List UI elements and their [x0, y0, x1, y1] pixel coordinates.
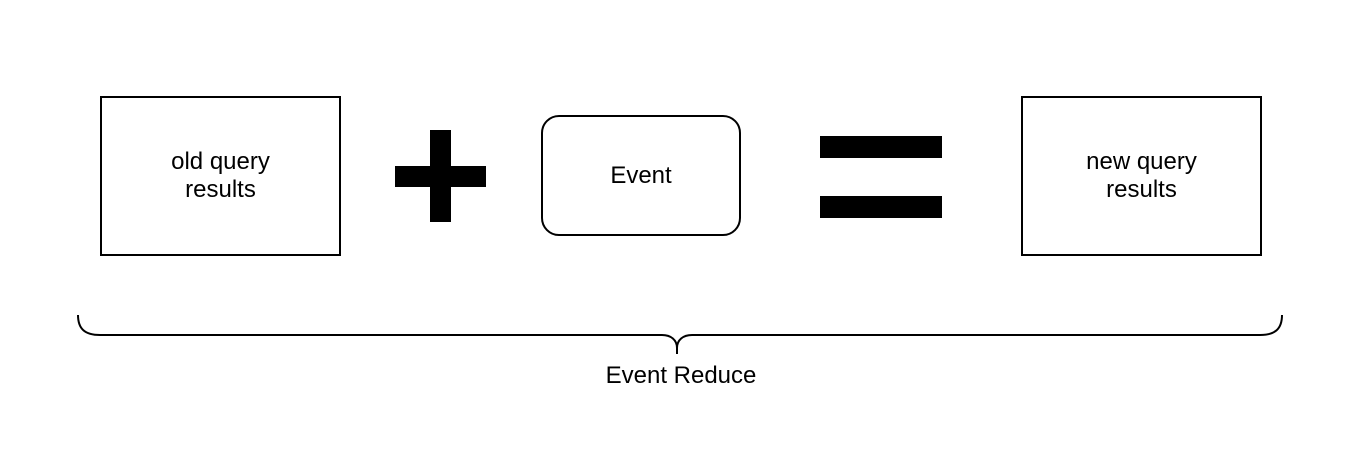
plus-icon: [395, 130, 486, 222]
old-query-results-label-line1: old query: [171, 148, 270, 175]
new-query-results-label-line2: results: [1106, 176, 1177, 203]
equals-icon: [820, 136, 942, 218]
event-label: Event: [610, 161, 672, 189]
event-box: Event: [541, 115, 741, 236]
new-query-results-box: new query results: [1021, 96, 1262, 256]
old-query-results-label-line2: results: [185, 176, 256, 203]
new-query-results-label-line1: new query: [1086, 148, 1197, 175]
event-reduce-caption: Event Reduce: [605, 362, 757, 389]
old-query-results-box: old query results: [100, 96, 341, 256]
